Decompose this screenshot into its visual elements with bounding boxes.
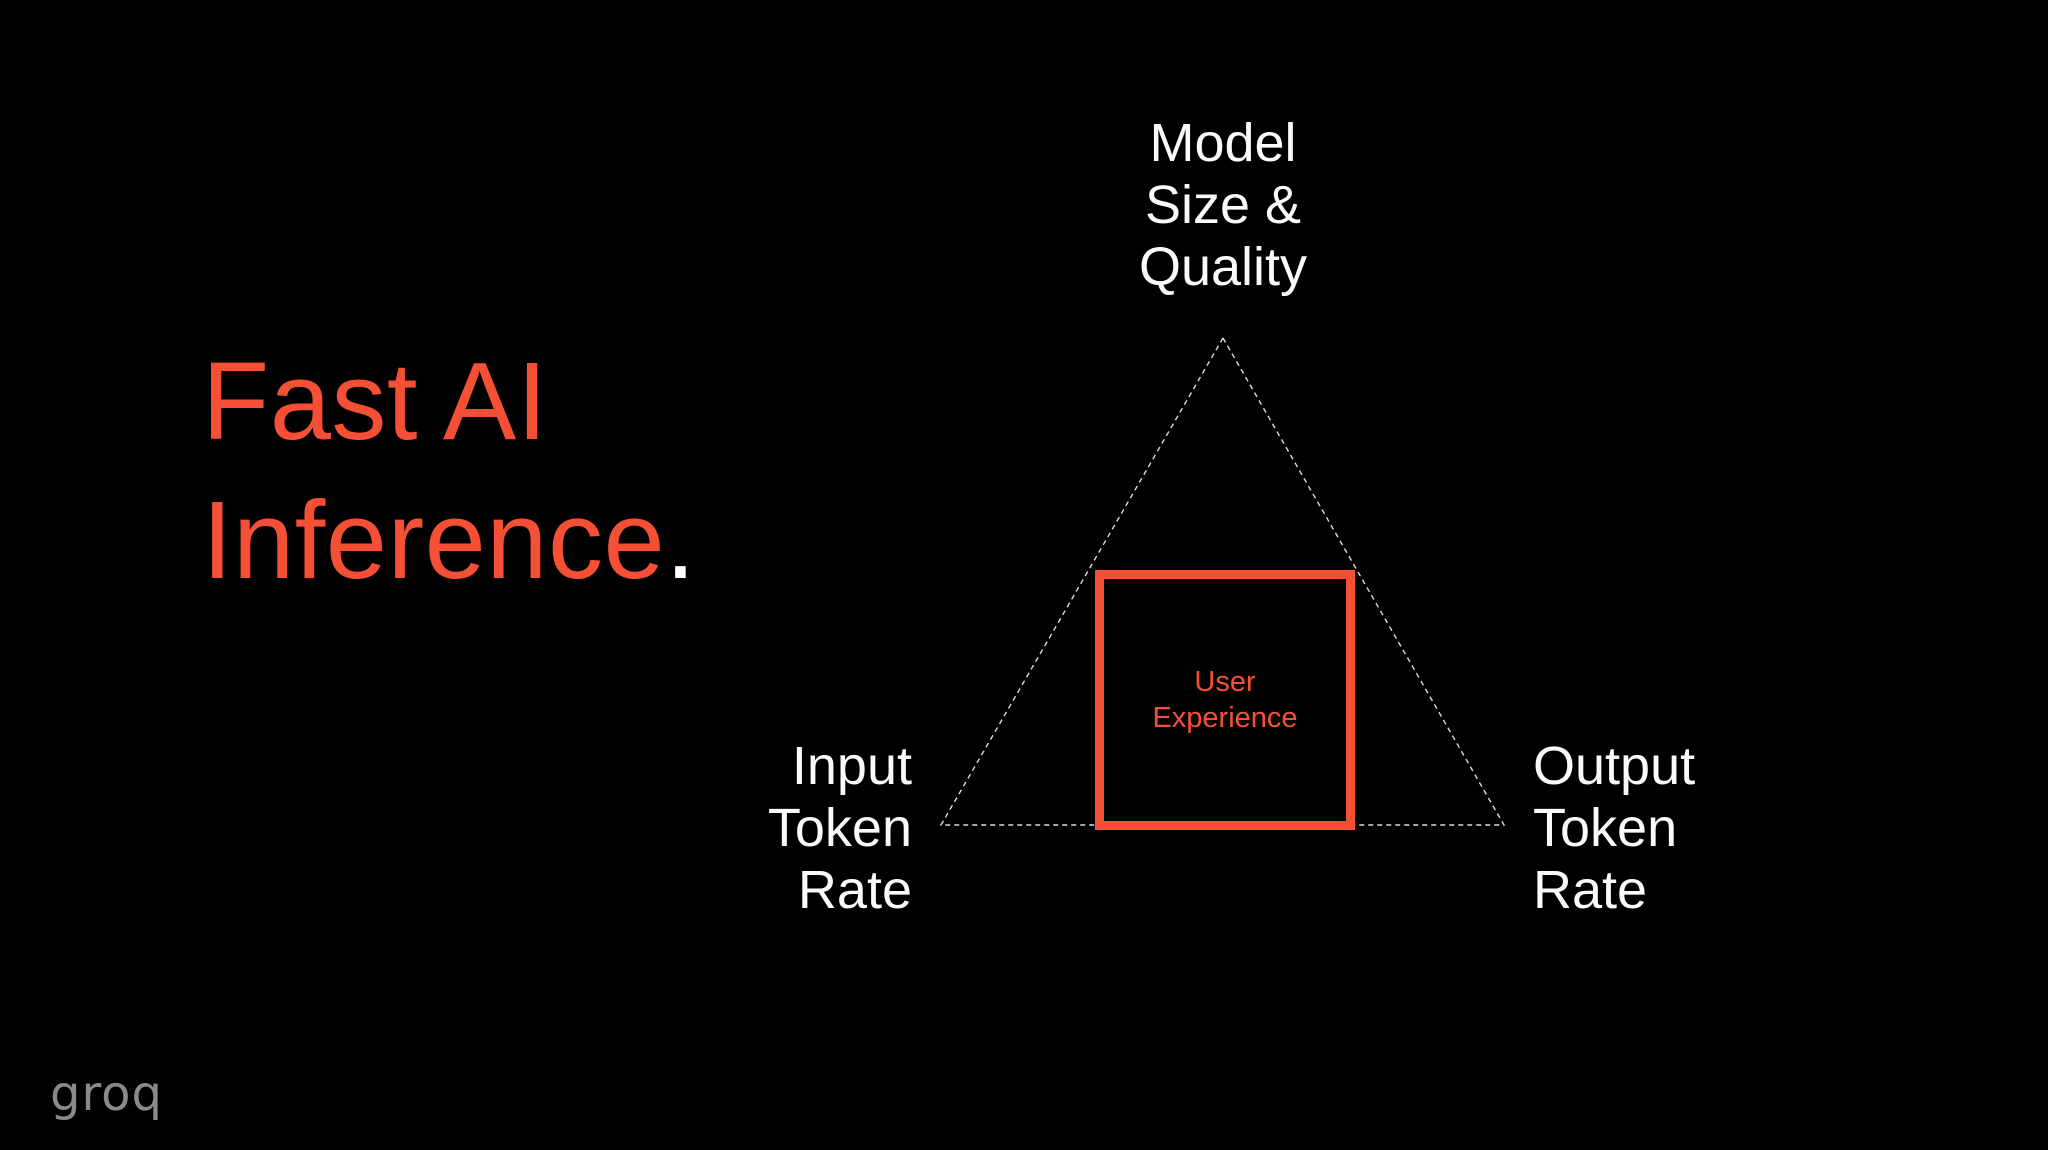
headline-line-2-text: Inference [202, 479, 666, 602]
right-label-line-3: Rate [1533, 860, 1648, 920]
user-experience-label: User Experience [1152, 664, 1297, 736]
label-model-size-quality: Model Size & Quality [1139, 112, 1307, 298]
right-label-line-1: Output [1533, 736, 1696, 796]
headline-line-1: Fast AI [202, 340, 548, 463]
left-label-line-1: Input [791, 736, 912, 796]
top-label-line-1: Model [1149, 113, 1297, 173]
user-experience-box: User Experience [1095, 570, 1355, 830]
label-input-token-rate: Input Token Rate [768, 735, 912, 921]
headline-line-2: Inference. [202, 471, 696, 610]
top-label-line-2: Size & [1144, 175, 1302, 235]
ue-line-1: User [1194, 666, 1256, 698]
label-output-token-rate: Output Token Rate [1533, 735, 1695, 921]
ue-line-2: Experience [1152, 702, 1298, 734]
right-label-line-2: Token [1533, 798, 1678, 858]
headline: Fast AI Inference. [202, 332, 696, 610]
left-label-line-2: Token [767, 798, 912, 858]
headline-period: . [665, 479, 697, 602]
left-label-line-3: Rate [797, 860, 912, 920]
top-label-line-3: Quality [1138, 237, 1308, 297]
groq-logo: groq [50, 1066, 163, 1122]
